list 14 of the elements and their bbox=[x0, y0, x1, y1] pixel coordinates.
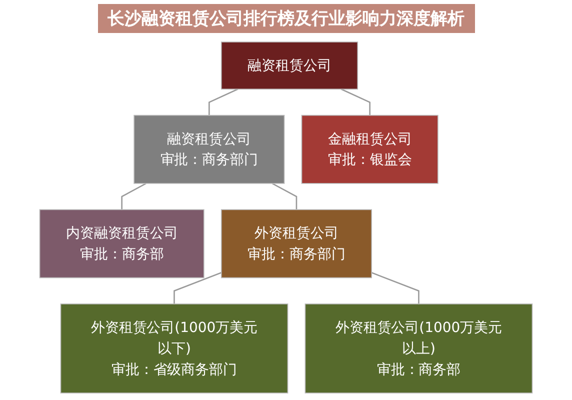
connector bbox=[174, 272, 222, 304]
banner-title: 长沙融资租赁公司排行榜及行业影响力深度解析 bbox=[98, 4, 474, 33]
node-box: 融资租赁公司 审批：商务部门 bbox=[134, 114, 285, 184]
connector bbox=[121, 182, 146, 210]
node-box: 外资租赁公司(1000万美元以上) 审批：商务部 bbox=[304, 304, 533, 394]
connector bbox=[371, 272, 420, 304]
connector bbox=[340, 88, 370, 116]
connector bbox=[272, 182, 298, 210]
connector bbox=[208, 88, 238, 116]
node-box: 内资融资租赁公司 审批：商务部 bbox=[39, 209, 204, 278]
node-box: 金融租赁公司 审批：银监会 bbox=[301, 114, 438, 184]
node-box: 外资租赁公司 审批：商务部门 bbox=[220, 209, 372, 278]
node-box: 外资租赁公司(1000万美元以下) 审批：省级商务部门 bbox=[60, 304, 288, 394]
node-box: 融资租赁公司 bbox=[220, 42, 358, 90]
